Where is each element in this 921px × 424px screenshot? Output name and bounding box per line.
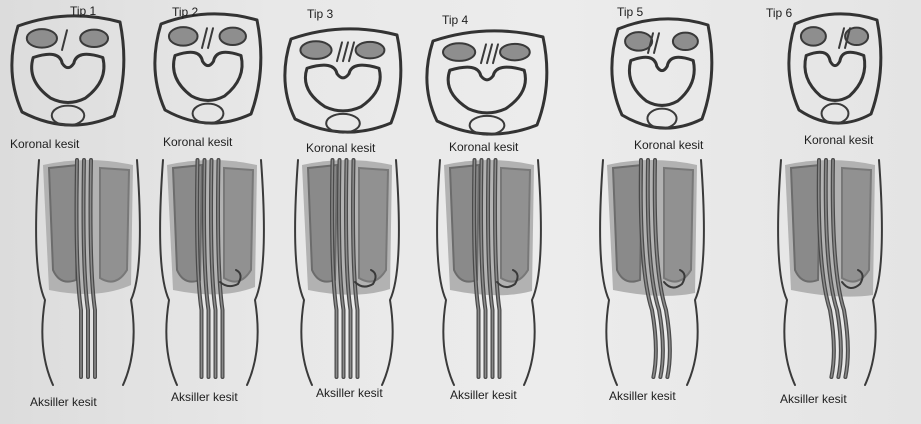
outer-contour — [12, 16, 124, 125]
bone-fragment-right — [80, 30, 108, 47]
bone-fragment-right — [356, 42, 385, 59]
tendon-stroke — [349, 42, 354, 61]
coronal-label-6: Koronal kesit — [804, 134, 873, 146]
outer-contour — [427, 31, 547, 134]
axial-section-5 — [600, 160, 704, 385]
inner-lumen — [629, 57, 694, 105]
coronal-section-5 — [612, 19, 712, 128]
shaded-mass-right — [224, 168, 253, 282]
shaded-mass-left — [791, 165, 820, 282]
shaded-mass-right — [100, 168, 129, 282]
tendon-stroke — [493, 44, 498, 63]
panel-4 — [427, 31, 547, 385]
tendon-stroke — [62, 30, 67, 50]
tendon-stroke — [343, 42, 348, 61]
tendon-stroke — [487, 44, 492, 63]
tendon-stroke — [839, 28, 844, 48]
tendon-stroke — [337, 42, 342, 61]
panel-2 — [155, 14, 264, 385]
bottom-bone — [193, 104, 224, 124]
axial-section-4 — [437, 160, 541, 385]
tendon-stroke — [202, 28, 207, 48]
axial-section-2 — [160, 160, 264, 385]
tip-label-4: Tip 4 — [442, 14, 468, 26]
coronal-label-5: Koronal kesit — [634, 139, 703, 151]
coronal-label-4: Koronal kesit — [449, 141, 518, 153]
inner-lumen — [805, 52, 865, 100]
shaded-mass-right — [842, 168, 871, 282]
axial-label-1: Aksiller kesit — [30, 396, 97, 408]
axial-label-5: Aksiller kesit — [609, 390, 676, 402]
coronal-section-2 — [155, 14, 261, 123]
bottom-bone — [52, 106, 84, 126]
axial-section-3 — [295, 160, 399, 385]
bone-fragment-left — [300, 41, 331, 59]
shaded-mass-right — [501, 168, 530, 282]
axial-label-4: Aksiller kesit — [450, 389, 517, 401]
axial-section-6 — [778, 160, 882, 385]
tendon-stroke — [654, 33, 659, 53]
outer-contour — [155, 14, 261, 123]
inner-lumen — [448, 67, 525, 113]
inner-lumen — [305, 65, 380, 111]
bone-fragment-left — [27, 29, 57, 48]
inner-lumen — [32, 54, 104, 102]
bottom-bone — [470, 116, 505, 135]
panel-5 — [600, 19, 712, 385]
bone-fragment-right — [500, 44, 530, 61]
shaded-mass-right — [664, 168, 693, 282]
bone-fragment-left — [443, 43, 475, 61]
bone-fragment-right — [673, 33, 698, 50]
bone-fragment-right — [220, 28, 246, 45]
coronal-label-2: Koronal kesit — [163, 136, 232, 148]
outer-contour — [285, 29, 401, 132]
shaded-mass-left — [49, 165, 78, 282]
bottom-bone — [647, 109, 676, 129]
inner-lumen — [174, 52, 243, 100]
bone-fragment-left — [625, 32, 652, 51]
panel-3 — [285, 29, 401, 385]
tip-label-5: Tip 5 — [617, 6, 643, 18]
panel-1 — [12, 16, 140, 385]
coronal-section-1 — [12, 16, 124, 125]
axial-label-3: Aksiller kesit — [316, 387, 383, 399]
axial-label-2: Aksiller kesit — [171, 391, 238, 403]
coronal-label-3: Koronal kesit — [306, 142, 375, 154]
coronal-section-3 — [285, 29, 401, 133]
coronal-section-6 — [789, 14, 881, 123]
bottom-bone — [822, 104, 849, 124]
bone-fragment-left — [801, 27, 826, 46]
shaded-mass-right — [359, 168, 388, 282]
shaded-mass-left — [613, 165, 642, 282]
bottom-bone — [326, 114, 360, 133]
tip-label-1: Tip 1 — [70, 5, 96, 17]
tip-label-3: Tip 3 — [307, 8, 333, 20]
axial-label-6: Aksiller kesit — [780, 393, 847, 405]
bone-fragment-left — [169, 27, 198, 46]
tendon-stroke — [481, 44, 486, 63]
tendon-stroke — [208, 28, 213, 48]
coronal-section-4 — [427, 31, 547, 135]
tip-label-2: Tip 2 — [172, 6, 198, 18]
coronal-label-1: Koronal kesit — [10, 138, 79, 150]
axial-section-1 — [36, 160, 140, 385]
panel-6 — [778, 14, 882, 385]
tip-label-6: Tip 6 — [766, 7, 792, 19]
